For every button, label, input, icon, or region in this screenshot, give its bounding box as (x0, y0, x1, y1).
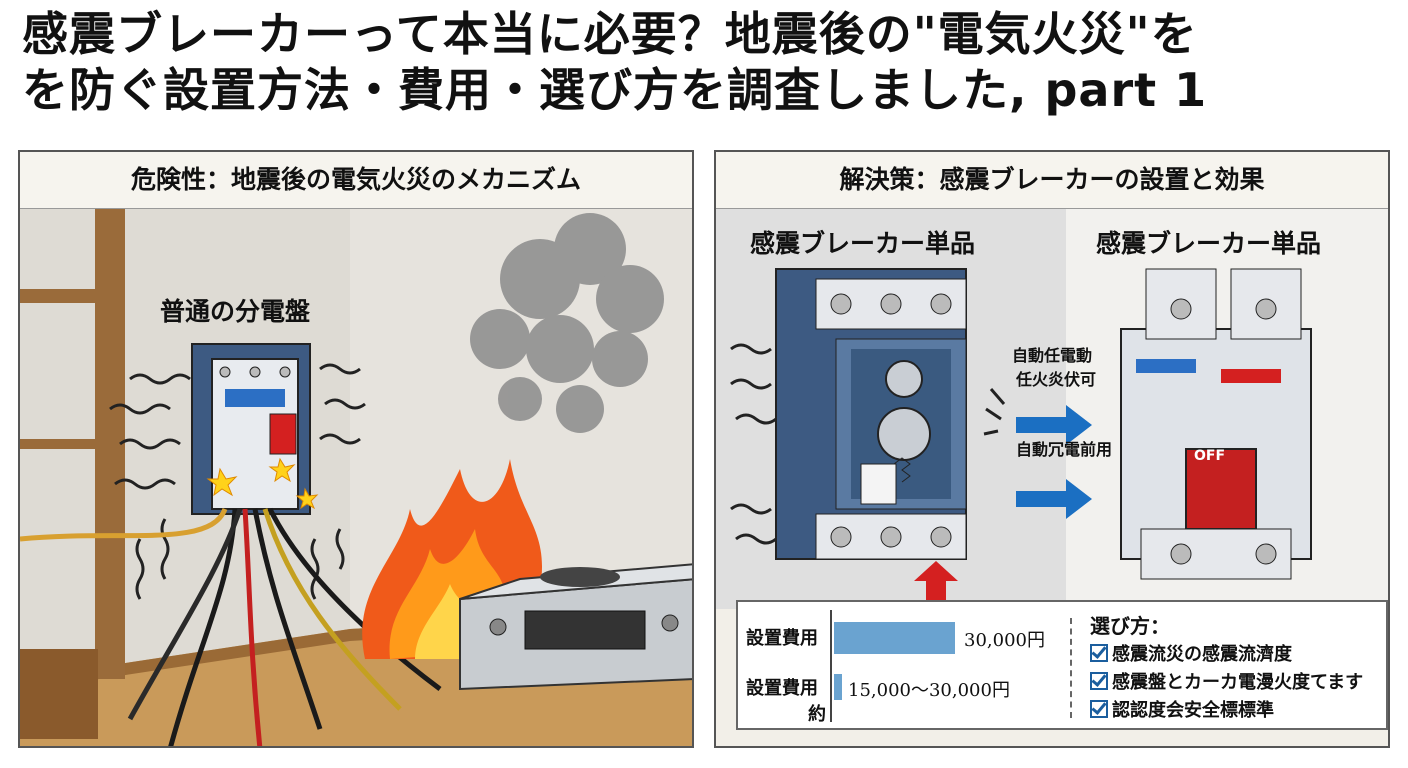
cost-row2-label: 設置費用 (746, 678, 818, 699)
solution-panel: 解決策：感震ブレーカーの設置と効果 (714, 150, 1390, 748)
gas-stove-icon (459, 563, 692, 691)
shake-lines (109, 363, 366, 600)
seismic-breaker-open-icon (775, 268, 967, 560)
annotation-1: 自動任電動 (1012, 346, 1093, 365)
off-switch-label: OFF (1194, 448, 1226, 464)
checkbox-checked-icon (1090, 672, 1108, 690)
cost-row2-value: 15,000〜30,000円 (848, 680, 1010, 701)
choose-item-3: 認認度会安全標標準 (1090, 696, 1274, 722)
title-line-1: 感震ブレーカーって本当に必要？地震後の"電気火災"を (22, 7, 1198, 61)
fire-scene-illustration (20, 209, 692, 746)
checkbox-checked-icon (1090, 700, 1108, 718)
choose-item-2: 感震盤とカーカ電漫火度てます (1090, 668, 1363, 694)
cable-bundle (20, 507, 442, 746)
checkbox-checked-icon (1090, 644, 1108, 662)
choose-item-1: 感震流災の感震流濟度 (1090, 640, 1292, 666)
cost-bar (834, 622, 955, 654)
arrow-right-icon (1016, 405, 1092, 519)
cost-row1-value: 30,000円 (964, 630, 1045, 651)
distribution-board-label: 普通の分電盤 (160, 297, 311, 326)
title-line-2: を防ぐ設置方法・費用・選び方を調査しました, part 1 (22, 63, 1208, 117)
annotation-2: 任火炎伏可 (1016, 370, 1097, 389)
section-divider (1070, 618, 1072, 718)
cost-row2-sub: 約 (808, 704, 826, 725)
annotation-3: 自動冗電前用 (1016, 440, 1113, 459)
choose-title: 選び方： (1090, 614, 1170, 638)
cost-row1-label: 設置費用 (746, 628, 818, 649)
cost-and-selection-box: 設置費用 30,000円 設置費用 約 15,000〜30,000円 選び方： … (736, 600, 1388, 730)
breaker-unit-label-left: 感震ブレーカー単品 (750, 229, 976, 258)
arrow-up-icon (914, 561, 958, 609)
distribution-board-icon (191, 343, 311, 515)
solution-panel-header: 解決策：感震ブレーカーの設置と効果 (716, 152, 1388, 209)
cost-divider (830, 610, 832, 722)
danger-panel-header: 危険性：地震後の電気火災のメカニズム (20, 152, 692, 209)
breaker-unit-label-right: 感震ブレーカー単品 (1096, 229, 1322, 258)
danger-panel: 危険性：地震後の電気火災のメカニズム (18, 150, 694, 748)
breaker-illustration (716, 209, 1388, 609)
cost-small-bar (834, 674, 842, 700)
spark-icon (206, 457, 319, 510)
seismic-breaker-off-icon (1120, 268, 1312, 580)
page-title: 感震ブレーカーって本当に必要？地震後の"電気火災"を を防ぐ設置方法・費用・選び… (22, 6, 1392, 118)
smoke-cloud (470, 213, 664, 433)
